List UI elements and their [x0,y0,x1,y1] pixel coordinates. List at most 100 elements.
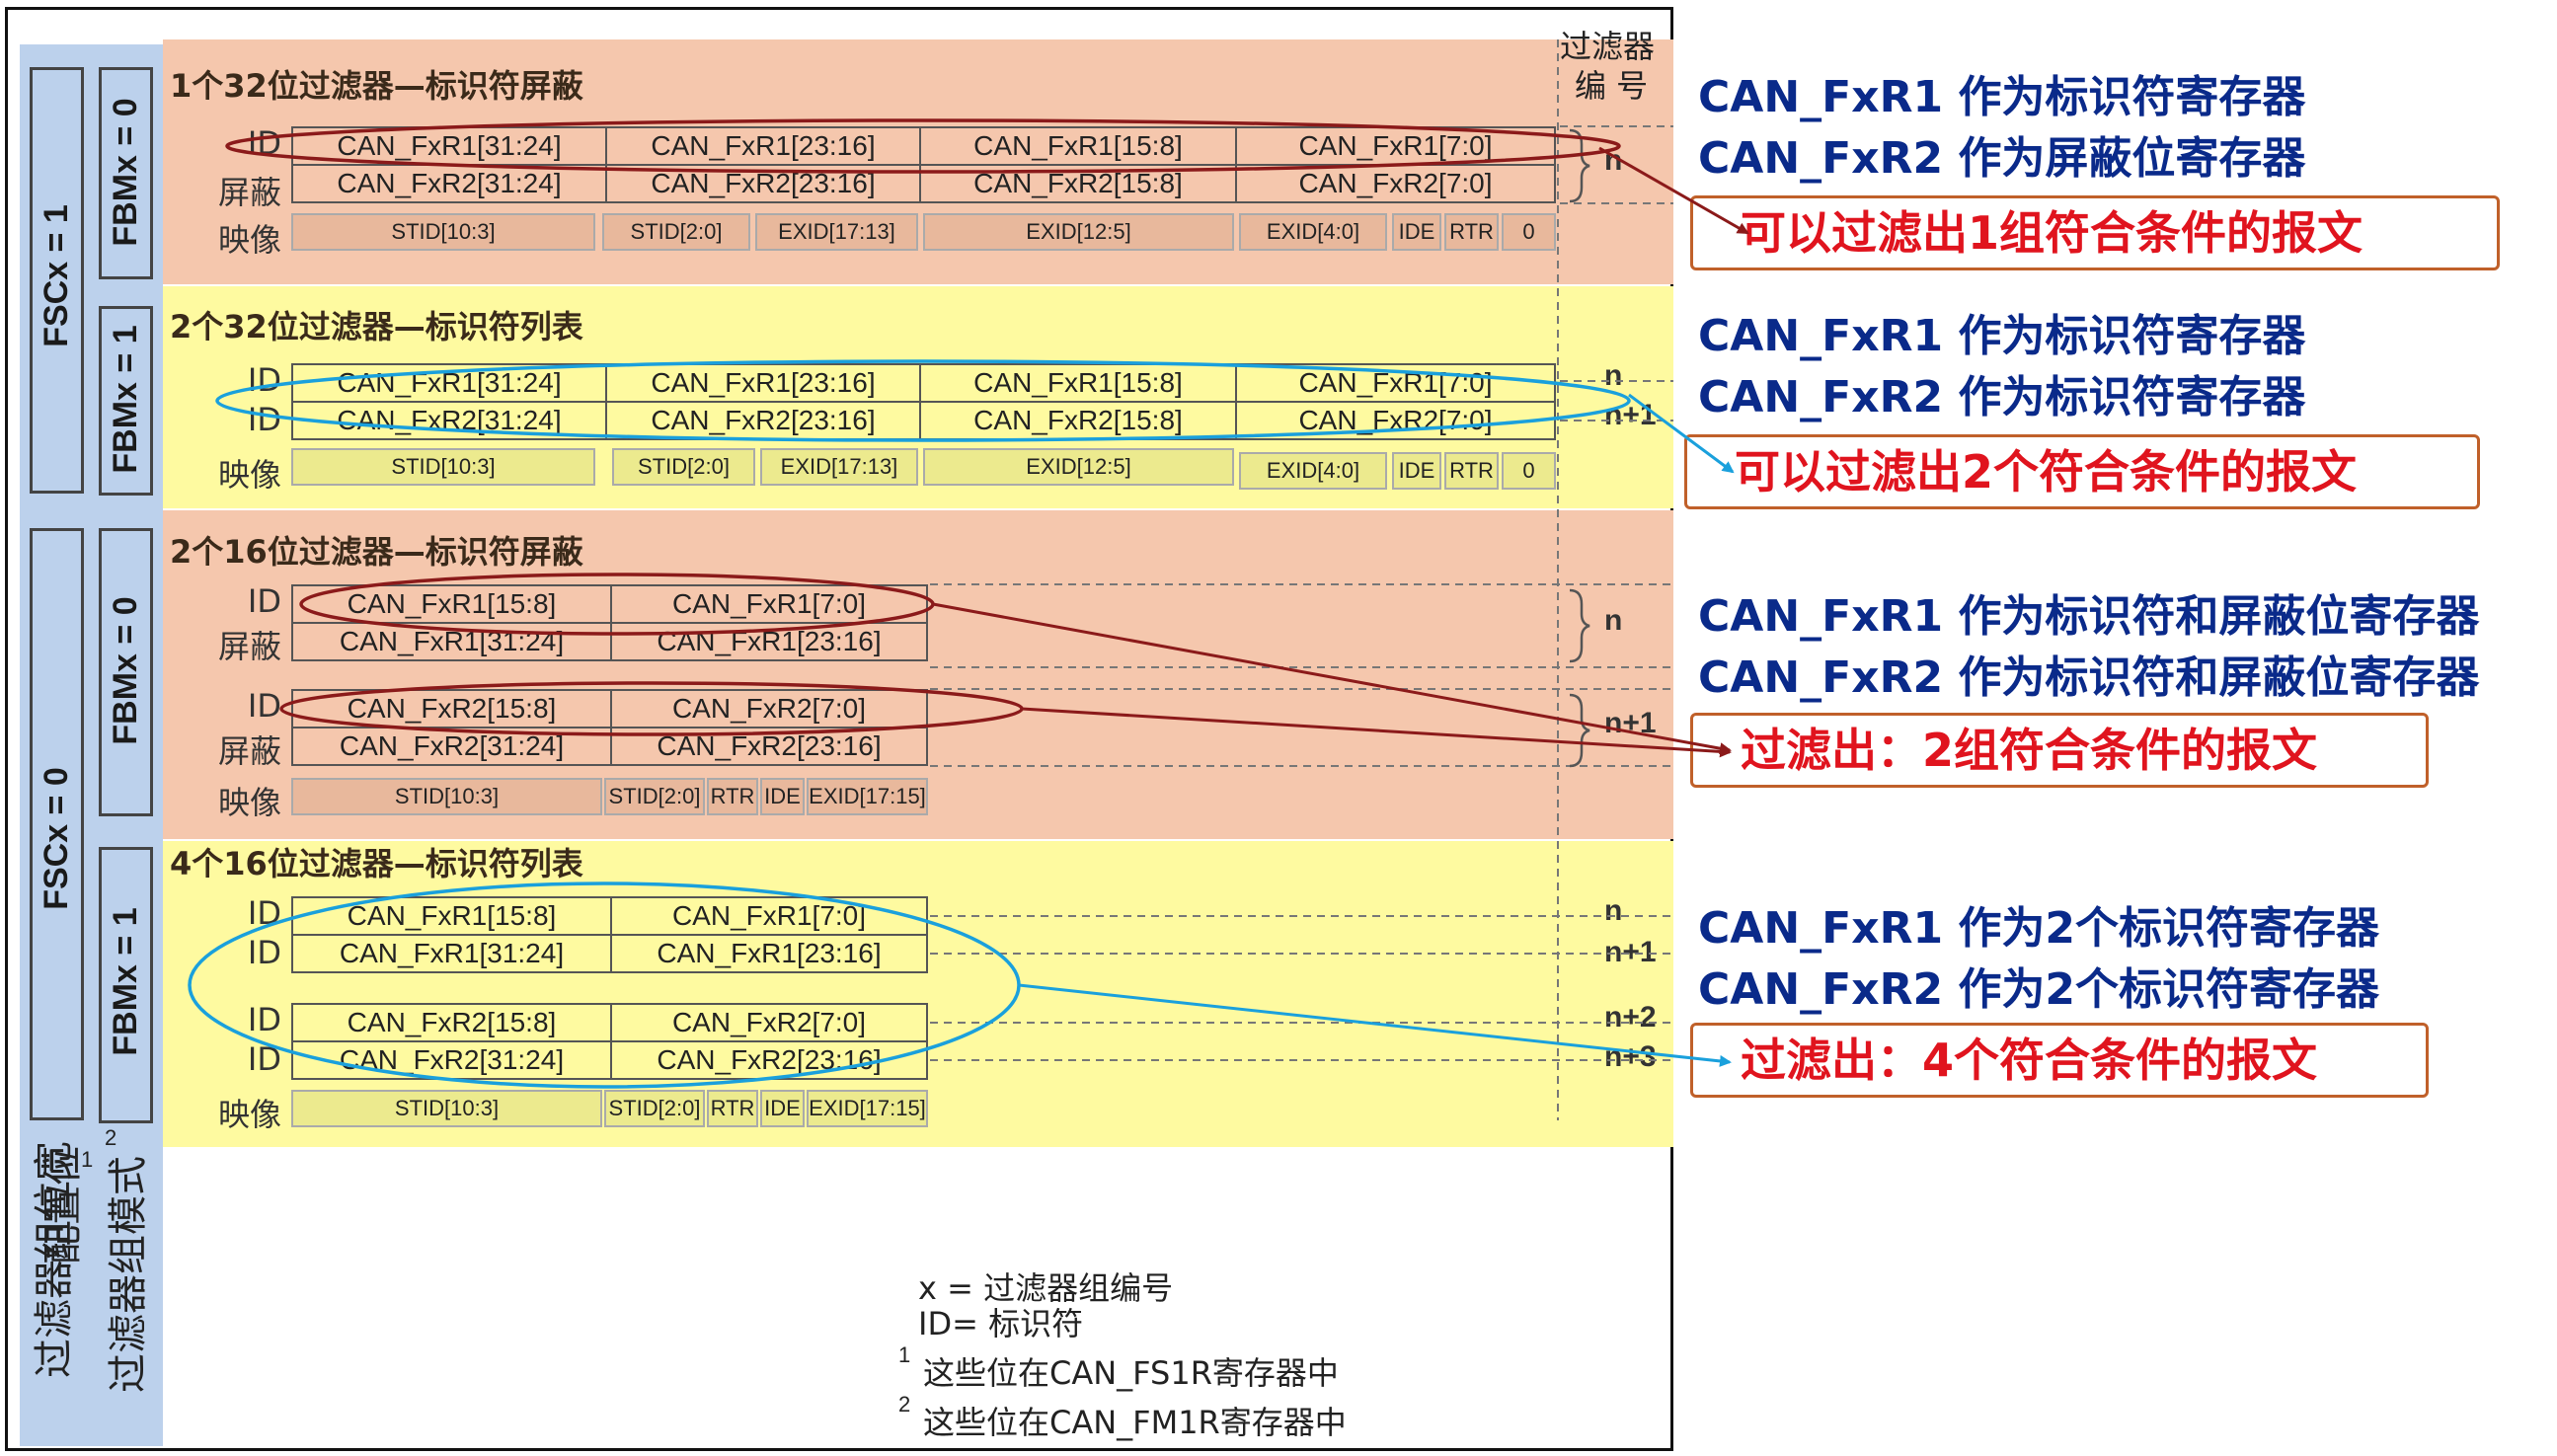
width-config-sup: 1 [81,1147,94,1172]
s4-num-n: n [1604,894,1623,927]
s1-row-label-mask: 屏蔽 [217,174,281,211]
s2-num-n: n [1604,359,1623,392]
right-4-line2: CAN_FxR2 作为2个标识符寄存器 [1698,964,2380,1015]
s4-map-4: IDE [760,1090,805,1127]
s2-map-6: IDE [1392,452,1441,490]
s4-map-3: RTR [707,1090,758,1127]
s4-map-5: EXID[17:15] [807,1090,928,1127]
s3-row-label-map: 映像 [217,784,281,821]
s4-num-n2: n+2 [1604,1001,1657,1034]
s2-row-label-map: 映像 [217,456,281,494]
grouping-braces [1569,128,1590,768]
callout-1: 可以过滤出1组符合条件的报文 [1690,195,2500,270]
s3-num-n: n [1604,604,1623,637]
s1-map-4: EXID[12:5] [923,213,1234,251]
arrow-2 [1628,393,1735,474]
mode-config-sup: 2 [105,1125,117,1150]
s4-num-n1: n+1 [1604,936,1657,968]
right-3-line1: CAN_FxR1 作为标识符和屏蔽位寄存器 [1698,591,2480,642]
note-id: ID= 标识符 [918,1305,1084,1342]
s2-map-3: EXID[17:13] [760,448,918,486]
note-2-sup: 2 [898,1392,911,1417]
callout-arrows [932,146,1749,1067]
s2-map-8: 0 [1502,452,1556,490]
callout-2: 可以过滤出2个符合条件的报文 [1684,434,2480,509]
s3-row-label-id2: ID [247,687,281,725]
s3-map-2: STID[2:0] [604,778,705,815]
s4-r2-c2: CAN_FxR1[23:16] [610,934,928,973]
note-x: x = 过滤器组编号 [918,1269,1174,1307]
s2-row-label-id2: ID [247,401,281,438]
s1-map-1: STID[10:3] [291,213,595,251]
filter-number-header-b: 编 号 [1575,67,1649,105]
s2-row-label-id1: ID [247,361,281,399]
right-4-line1: CAN_FxR1 作为2个标识符寄存器 [1698,903,2380,954]
s4-map-2: STID[2:0] [604,1090,705,1127]
s2-map-4: EXID[12:5] [923,448,1234,486]
note-2: 这些位在CAN_FM1R寄存器中 [923,1404,1347,1441]
s4-r2-c1: CAN_FxR1[31:24] [291,934,612,973]
s1-map-3: EXID[17:13] [755,213,918,251]
fbm-top0-box [99,67,153,279]
s2-map-5: EXID[4:0] [1239,452,1387,490]
s3-row-label-mask1: 屏蔽 [217,628,281,665]
right-1-line2: CAN_FxR2 作为屏蔽位寄存器 [1698,133,2306,184]
section-1-title: 1个32位过滤器—标识符屏蔽 [170,67,583,105]
s3-map-3: RTR [707,778,758,815]
s1-r1-c3: CAN_FxR1[15:8] [919,126,1237,166]
arrow-3a [932,602,1732,755]
s4-row-label-id2: ID [247,934,281,971]
s1-map-8: 0 [1502,213,1556,251]
fsc0-box [30,528,84,1120]
arrow-3b [1021,707,1732,758]
fbm-bot0-box [99,528,153,816]
s1-map-5: EXID[4:0] [1239,213,1387,251]
section-3-title: 2个16位过滤器—标识符屏蔽 [170,533,583,571]
filter-number-header-a: 过滤器 [1560,28,1656,65]
dashed-guides [930,39,1673,1120]
right-2-line2: CAN_FxR2 作为标识符寄存器 [1698,372,2306,422]
section-2-title: 2个32位过滤器—标识符列表 [170,308,583,345]
s4-num-n3: n+3 [1604,1040,1657,1073]
section-4-title: 4个16位过滤器—标识符列表 [170,845,583,882]
fbm-top1-box [99,306,153,496]
s1-map-7: RTR [1444,213,1499,251]
s2-r2-c2: CAN_FxR2[23:16] [605,401,921,440]
s3-map-5: EXID[17:15] [807,778,928,815]
right-3-line2: CAN_FxR2 作为标识符和屏蔽位寄存器 [1698,652,2480,703]
s4-row-label-id3: ID [247,1001,281,1038]
s1-map-6: IDE [1392,213,1441,251]
arrow-1 [1598,146,1749,235]
s4-map-1: STID[10:3] [291,1090,602,1127]
s2-map-2: STID[2:0] [612,448,755,486]
note-1: 这些位在CAN_FS1R寄存器中 [923,1354,1339,1392]
note-1-sup: 1 [898,1342,911,1367]
s3-map-1: STID[10:3] [291,778,602,815]
right-1-line1: CAN_FxR1 作为标识符寄存器 [1698,72,2306,122]
s2-map-1: STID[10:3] [291,448,595,486]
ellipse-s1-id-row [225,118,1621,174]
s1-row-label-map: 映像 [217,221,281,259]
s3-row-label-id1: ID [247,582,281,620]
s4-row-label-map: 映像 [217,1096,281,1133]
s4-r1-c1: CAN_FxR1[15:8] [291,896,612,936]
s3-map-4: IDE [760,778,805,815]
s1-map-2: STID[2:0] [602,213,750,251]
s2-map-7: RTR [1444,452,1499,490]
highlight-ellipses [188,118,1631,1089]
s3-row-label-mask2: 屏蔽 [217,732,281,770]
s2-num-n1: n+1 [1604,399,1657,431]
ellipse-s4-id-rows [188,881,1021,1089]
s3-r4-c1: CAN_FxR2[31:24] [291,727,612,766]
ellipse-s3-id-row1 [299,573,935,636]
callout-3: 过滤出：2组符合条件的报文 [1690,713,2429,788]
right-2-line1: CAN_FxR1 作为标识符寄存器 [1698,311,2306,361]
ellipse-s2-id-rows [215,359,1631,442]
ellipse-s3-id-row2 [279,681,1024,736]
fbm-bot1-box [99,847,153,1123]
fsc1-box [30,67,84,494]
arrow-4 [1018,983,1732,1067]
callout-4: 过滤出：4个符合条件的报文 [1690,1023,2429,1098]
